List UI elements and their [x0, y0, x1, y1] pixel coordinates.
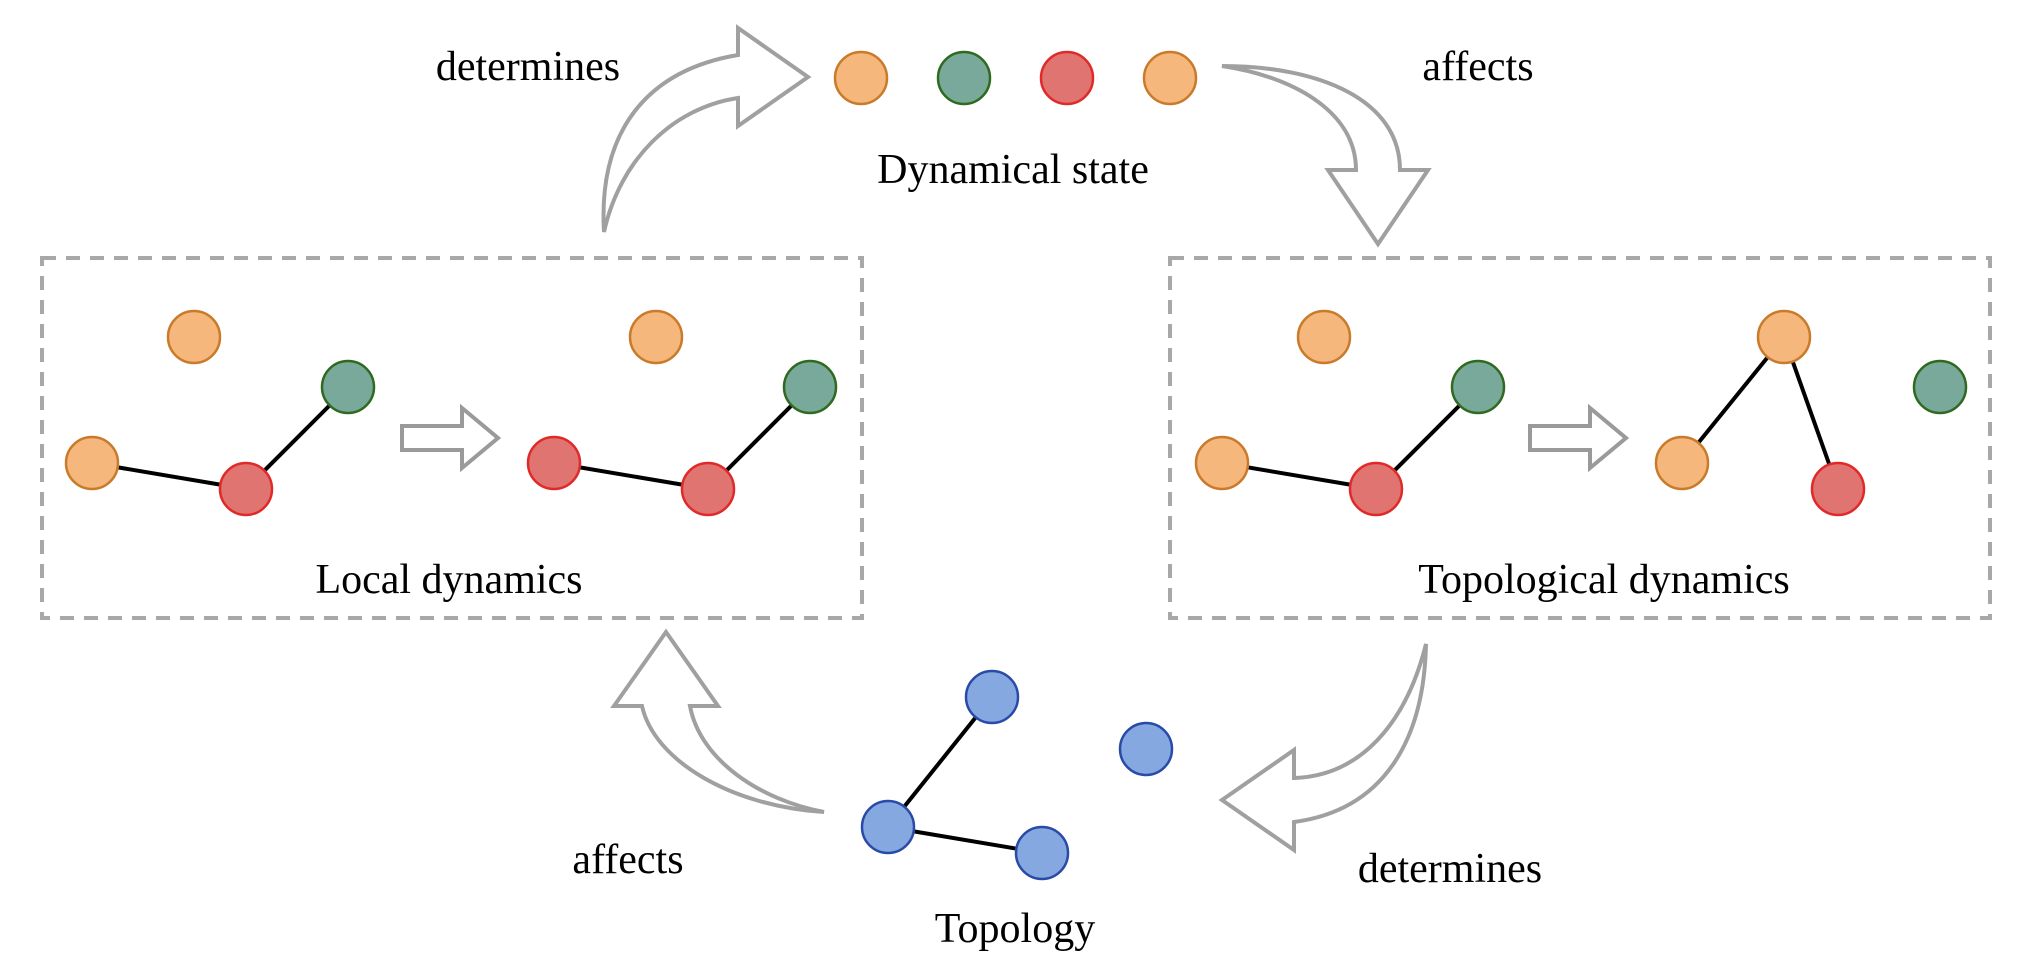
state-node-orange-2 [1142, 50, 1198, 106]
topological-transition-arrow [1528, 403, 1630, 473]
local-dynamics-label: Local dynamics [315, 557, 582, 603]
affects-bottom-arrow [610, 628, 825, 814]
node-orange-top [1296, 309, 1352, 365]
state-node-green [936, 50, 992, 106]
topology-node-isolated [1118, 721, 1174, 777]
dynamical-state-label: Dynamical state [877, 147, 1149, 193]
node-green [320, 359, 376, 415]
topology-node-right [1014, 825, 1070, 881]
topological-before-graph [1194, 309, 1506, 517]
node-orange-top [628, 309, 684, 365]
node-orange-left [64, 435, 120, 491]
affects-top-label: affects [1422, 44, 1533, 90]
edge [886, 695, 994, 829]
local-dynamics-box [40, 256, 864, 620]
local-after-graph [526, 309, 838, 517]
topology-graph [860, 669, 1174, 881]
topological-dynamics-label: Topological dynamics [1418, 557, 1789, 603]
node-red [1348, 461, 1404, 517]
node-orange-top [1756, 309, 1812, 365]
determines-top-arrow [601, 24, 812, 233]
affects-top-arrow [1221, 64, 1432, 248]
local-transition-arrow [400, 403, 502, 473]
node-orange-left [1194, 435, 1250, 491]
node-green [1450, 359, 1506, 415]
local-before-graph [64, 309, 376, 517]
node-red [680, 461, 736, 517]
topology-node-top [964, 669, 1020, 725]
node-red [218, 461, 274, 517]
determines-bottom-label: determines [1358, 846, 1542, 892]
affects-bottom-label: affects [572, 837, 683, 883]
node-red-left [526, 435, 582, 491]
state-node-orange-1 [833, 50, 889, 106]
node-red [1810, 461, 1866, 517]
node-green [1912, 359, 1968, 415]
topological-dynamics-box [1168, 256, 1992, 620]
determines-top-label: determines [436, 44, 620, 90]
node-orange-left [1654, 435, 1710, 491]
state-node-red [1039, 50, 1095, 106]
node-orange-top [166, 309, 222, 365]
topology-label: Topology [935, 906, 1095, 952]
topology-node-left [860, 799, 916, 855]
node-green [782, 359, 838, 415]
determines-bottom-arrow [1218, 643, 1428, 854]
dynamical-state-nodes [833, 50, 1198, 106]
topological-after-graph [1654, 309, 1968, 517]
